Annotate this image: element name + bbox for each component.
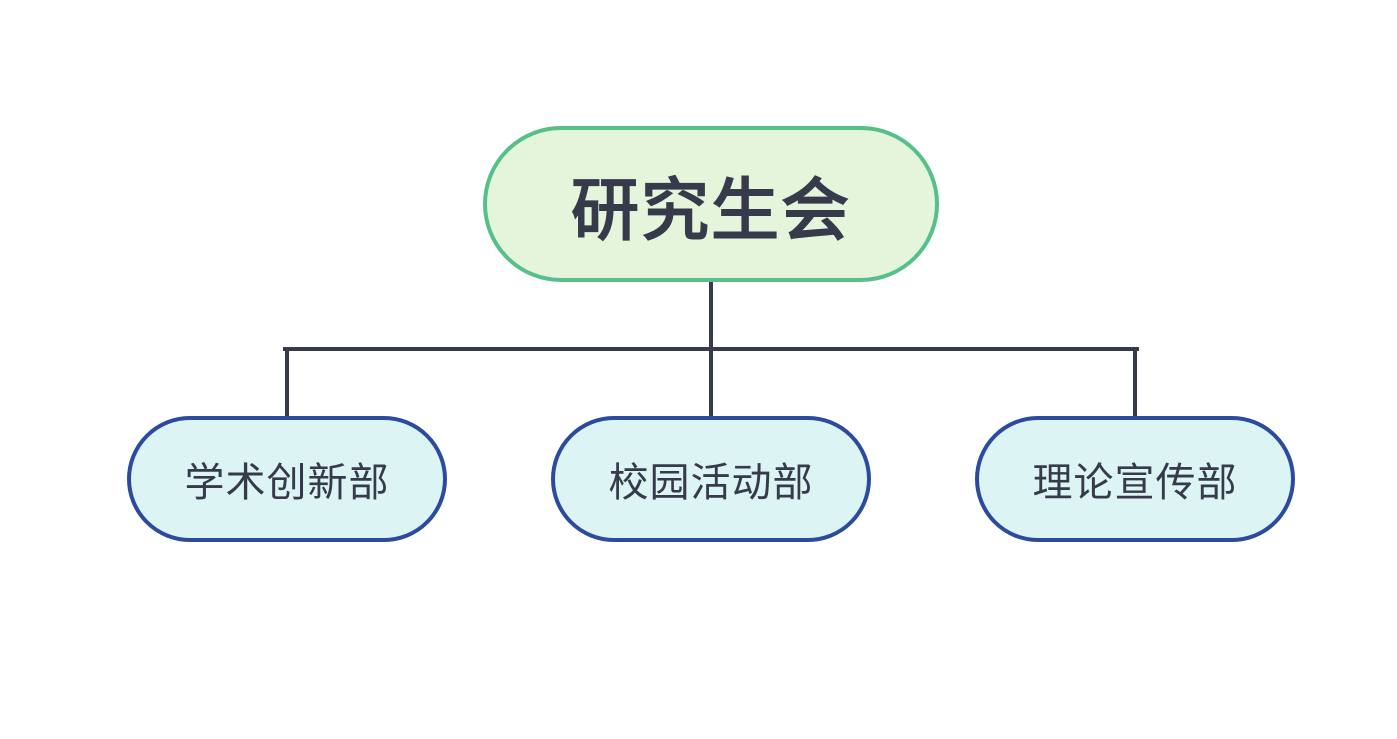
child-node-label: 校园活动部	[608, 460, 814, 506]
child-node-campus-activities: 校园活动部	[551, 416, 871, 542]
root-node-label: 研究生会	[570, 170, 851, 251]
child-node-theory-publicity: 理论宣传部	[975, 416, 1295, 542]
root-node: 研究生会	[483, 126, 939, 282]
child-node-academic-innovation: 学术创新部	[127, 416, 447, 542]
child-node-label: 理论宣传部	[1032, 460, 1238, 506]
child-node-label: 学术创新部	[184, 460, 390, 506]
